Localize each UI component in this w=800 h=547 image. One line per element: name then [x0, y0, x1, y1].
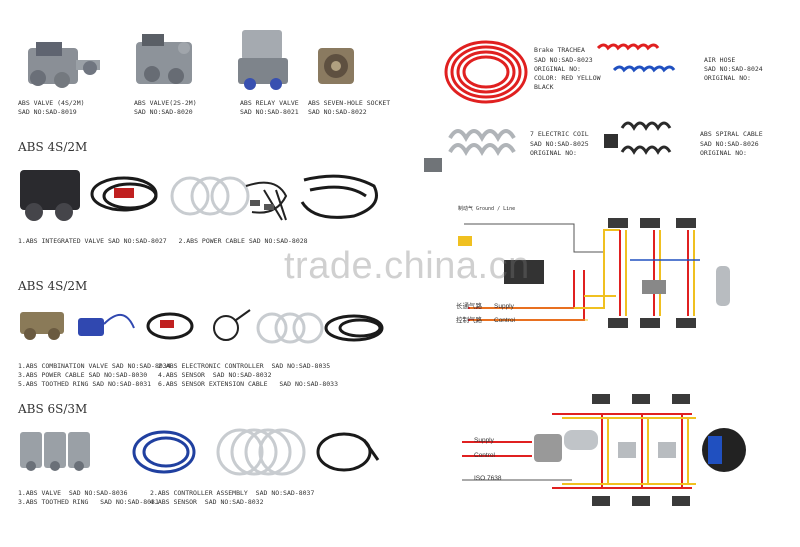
section1-caption: 1.ABS INTEGRATED VALVE SAD NO:SAD-8027 2… — [18, 237, 308, 245]
electric-coil-photo — [424, 129, 516, 172]
abs-4s2m-system-diagram — [458, 218, 730, 328]
section2-item: 6.ABS SENSOR EXTENSION CABLE SAD NO:SAD-… — [158, 380, 339, 388]
product-original: ORIGINAL NO: — [530, 149, 577, 157]
section3-item: 3.ABS TOOTHED RING SAD NO:SAD-8031 — [18, 498, 159, 506]
section3-products-photo — [20, 428, 380, 476]
section2-item: 3.ABS POWER CABLE SAD NO:SAD-8030 — [18, 371, 148, 379]
diagram-control-cn: 控制气路 — [456, 316, 482, 324]
section2-item: 2.ABS ELECTRONIC CONTROLLER SAD NO:SAD-8… — [158, 362, 331, 370]
product-code: SAD NO:SAD-8025 — [530, 140, 589, 148]
product-code: SAD NO:SAD-8022 — [308, 108, 367, 116]
section2-item: 1.ABS COMBINATION VALVE SAD NO:SAD-8034 — [18, 362, 171, 370]
abs-valve-2s2m-photo — [136, 34, 192, 84]
diagram-label: 制动气 Ground / Line — [458, 206, 516, 212]
section3-item: 1.ABS VALVE SAD NO:SAD-8036 — [18, 489, 128, 497]
watermark: trade.china.cn — [284, 245, 530, 287]
product-code: SAD NO:SAD-8024 — [704, 65, 763, 73]
abs-valve-4s2m-photo — [28, 42, 100, 88]
product-original: ORIGINAL NO: — [534, 65, 581, 73]
diagram-supply: Supply — [474, 437, 494, 444]
abs-6s3m-system-diagram — [462, 394, 746, 506]
abs-relay-valve-photo — [238, 30, 288, 90]
product-label: ABS VALVE (4S/2M) — [18, 99, 85, 107]
section2-item: 4.ABS SENSOR SAD NO:SAD-8032 — [158, 371, 272, 379]
product-label: AIR HOSE — [704, 56, 736, 64]
product-color-2: BLACK — [534, 83, 554, 91]
section-heading: ABS 4S/2M — [18, 279, 88, 293]
diagram-iso: ISO 7638 — [474, 475, 502, 482]
air-hose-coil-photo — [596, 43, 676, 73]
product-code: SAD NO:SAD-8019 — [18, 108, 77, 116]
product-code: SAD NO:SAD-8021 — [240, 108, 299, 116]
product-label: 7 ELECTRIC COIL — [530, 130, 589, 138]
product-code: SAD NO:SAD-8020 — [134, 108, 193, 116]
product-original: ORIGINAL NO: — [700, 149, 747, 157]
abs-spiral-cable-photo — [604, 121, 672, 155]
brake-trachea-coil-photo — [444, 40, 528, 104]
section2-item: 5.ABS TOOTHED RING SAD NO:SAD-8031 — [18, 380, 152, 388]
product-original: ORIGINAL NO: — [704, 74, 751, 82]
product-label: ABS VALVE(2S-2M) — [134, 99, 197, 107]
section1-products-photo — [20, 170, 378, 221]
product-label: ABS RELAY VALVE — [240, 99, 299, 107]
diagram-supply: Supply — [494, 303, 514, 310]
diagram-control: Control — [474, 452, 495, 459]
section2-products-photo — [20, 309, 384, 344]
section-heading: ABS 6S/3M — [18, 402, 88, 416]
diagram-control: Control — [494, 317, 515, 324]
diagram-supply-cn: 长通气路 — [456, 302, 482, 310]
section3-item: 4.ABS SENSOR SAD NO:SAD-8032 — [150, 498, 264, 506]
product-code: SAD NO:SAD-8023 — [534, 56, 593, 64]
section3-item: 2.ABS CONTROLLER ASSEMBLY SAD NO:SAD-803… — [150, 489, 315, 497]
product-code: SAD NO:SAD-8026 — [700, 140, 759, 148]
product-label: Brake TRACHEA — [534, 46, 585, 54]
abs-seven-hole-socket-photo — [318, 48, 354, 84]
product-color: COLOR: RED YELLOW — [534, 74, 601, 82]
product-label: ABS SPIRAL CABLE — [700, 130, 763, 138]
section-heading: ABS 4S/2M — [18, 140, 88, 154]
product-label: ABS SEVEN-HOLE SOCKET — [308, 99, 391, 107]
